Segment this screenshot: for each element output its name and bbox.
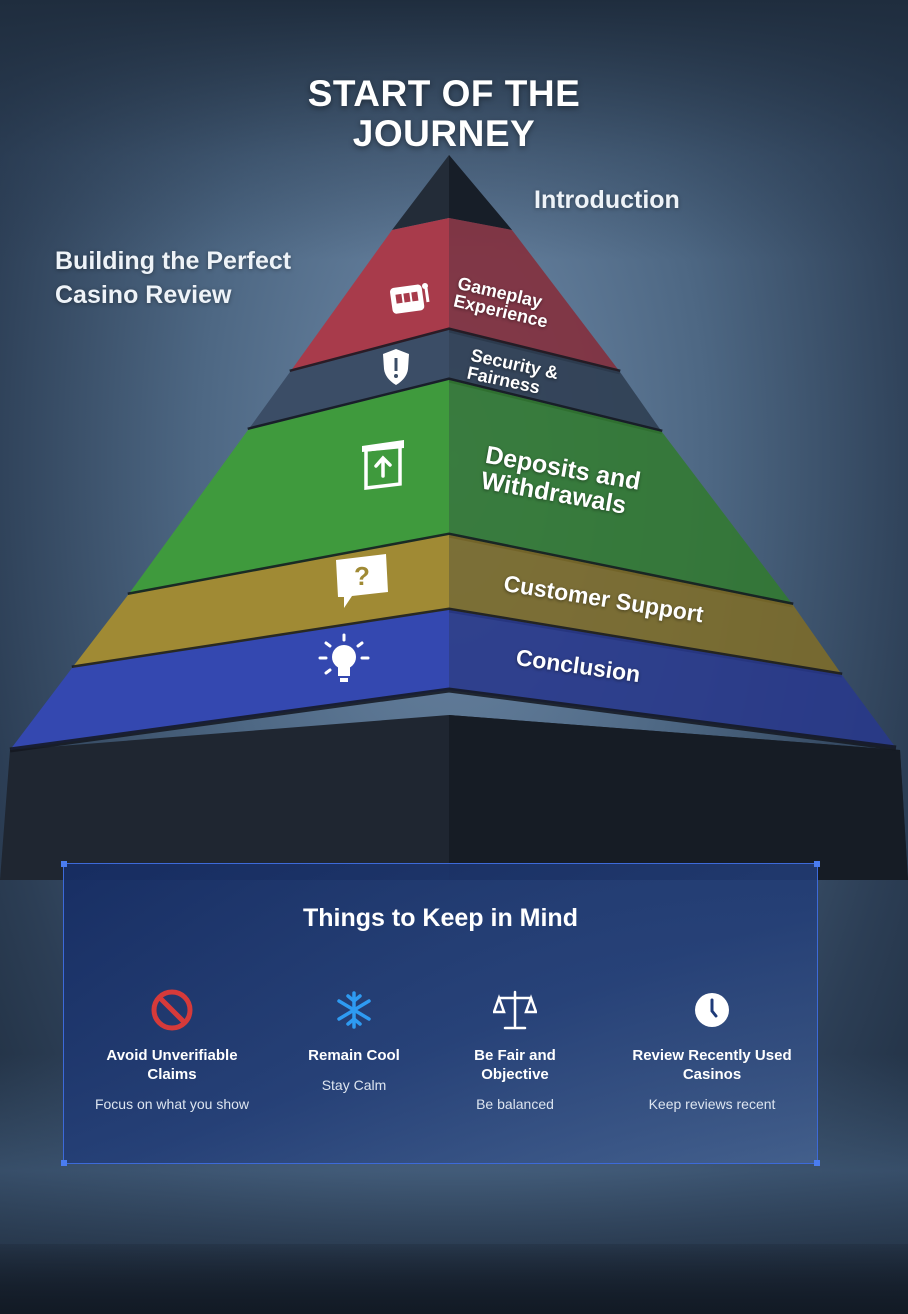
tip-heading: Remain Cool (308, 1047, 400, 1064)
pyramid-base-right-face (449, 715, 908, 880)
pyramid-level-security-shade (449, 330, 662, 432)
side-title: Building the Perfect Casino Review (55, 247, 292, 309)
tip-heading: Be Fair and Objective (474, 1047, 556, 1083)
tip-be-fair: Be Fair and Objective Be balanced (444, 988, 586, 1112)
pyramid-level-conclusion-left (10, 610, 449, 750)
pyramid-apex-right (449, 155, 512, 230)
pyramid-level-divider (9, 687, 897, 753)
pyramid-level-gameplay-shade (449, 218, 620, 372)
tip-heading: Avoid Unverifiable Claims (106, 1047, 238, 1083)
pyramid-level-security-right (449, 330, 662, 432)
corner-handle (814, 1160, 820, 1166)
corner-handle (814, 861, 820, 867)
question-chat-icon: ? (336, 554, 388, 608)
pyramid-title: START OF THE JOURNEY (307, 73, 581, 154)
lightbulb-icon (318, 633, 370, 682)
pyramid-level-conclusion-shade (449, 610, 896, 748)
clock-icon (624, 988, 800, 1032)
corner-handle (61, 861, 67, 867)
rocky-ground (0, 1244, 908, 1314)
slot-machine-icon (390, 283, 430, 314)
tip-review-recent: Review Recently Used Casinos Keep review… (624, 988, 800, 1112)
pyramid-level-deposits-left (128, 380, 449, 595)
tip-subtext: Keep reviews recent (648, 1096, 776, 1112)
shield-icon (383, 349, 409, 385)
tip-avoid-unverifiable-claims: Avoid Unverifiable Claims Focus on what … (84, 988, 260, 1112)
tip-heading: Review Recently Used Casinos (632, 1047, 792, 1083)
tip-subtext: Be balanced (476, 1096, 554, 1112)
pyramid-level-support-right (449, 535, 842, 675)
corner-handle (61, 1160, 67, 1166)
pyramid-level-deposits-right (449, 380, 793, 605)
pyramid-level-gameplay-right (449, 218, 620, 372)
tip-subtext: Focus on what you show (94, 1096, 250, 1112)
introduction-label: Introduction (534, 186, 680, 214)
prohibited-icon (84, 988, 260, 1032)
deposit-icon (362, 440, 404, 490)
things-to-keep-in-mind-panel: Things to Keep in Mind Avoid Unverifiabl… (61, 861, 820, 1166)
panel-title: Things to Keep in Mind (303, 904, 578, 932)
tip-remain-cool: Remain Cool Stay Calm (284, 988, 424, 1093)
tip-subtext: Stay Calm (321, 1077, 387, 1093)
pyramid-level-support-shade (449, 535, 842, 675)
snowflake-icon (284, 988, 424, 1032)
pyramid-level-gameplay-left (290, 218, 449, 372)
pyramid-level-deposits-shade (449, 380, 793, 605)
scales-icon (444, 988, 586, 1032)
svg-text:?: ? (354, 561, 370, 591)
pyramid-level-conclusion-right (449, 610, 896, 748)
